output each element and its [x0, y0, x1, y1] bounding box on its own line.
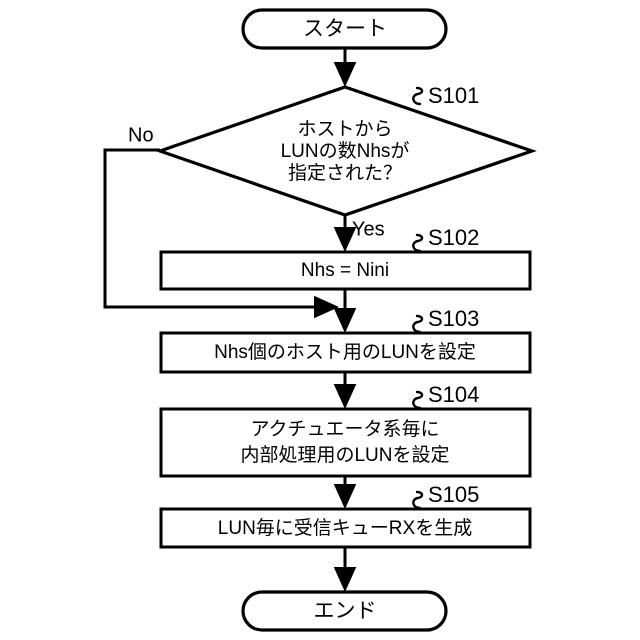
process-box-s104	[159, 407, 532, 478]
decision-label-line3: 指定された？	[288, 162, 402, 184]
start-terminator-label: スタート	[303, 18, 387, 41]
process-label-s105-line1: LUN毎に受信キューRXを生成	[218, 517, 472, 539]
step-hook-s104	[412, 390, 424, 410]
step-label-s101: S101	[428, 83, 479, 108]
start-terminator-shape	[241, 8, 448, 50]
process-box-s102	[159, 250, 532, 291]
step-label-s103: S103	[428, 306, 479, 331]
step-label-s102: S102	[428, 225, 479, 250]
step-hook-s105	[412, 490, 424, 510]
process-box-s103	[159, 331, 532, 374]
process-label-s103-line1: Nhs個のホスト用のLUNを設定	[214, 341, 476, 363]
decision-label-line1: ホストから	[297, 119, 392, 140]
process-box-s105	[159, 507, 532, 549]
edge-label-no: No	[128, 124, 154, 146]
connector-decision-no-loop	[103, 148, 339, 319]
process-label-s104-line1: アクチュエータ系毎に	[250, 418, 439, 440]
step-label-s104: S104	[428, 382, 479, 407]
process-label-s104-line2: 内部処理用のLUNを設定	[240, 444, 449, 466]
step-hook-s103	[412, 314, 424, 334]
process-label-s102-line1: Nhs = Nini	[301, 260, 389, 281]
decision-label-line2: LUNの数Nhsが	[281, 140, 410, 162]
step-hook-s102	[412, 233, 424, 253]
end-terminator-shape	[241, 590, 448, 632]
end-terminator-label: エンド	[314, 600, 377, 623]
step-hook-s101	[412, 86, 424, 106]
decision-diamond-shape	[155, 85, 537, 217]
edge-label-yes: Yes	[352, 218, 385, 240]
step-label-s105: S105	[428, 482, 479, 507]
